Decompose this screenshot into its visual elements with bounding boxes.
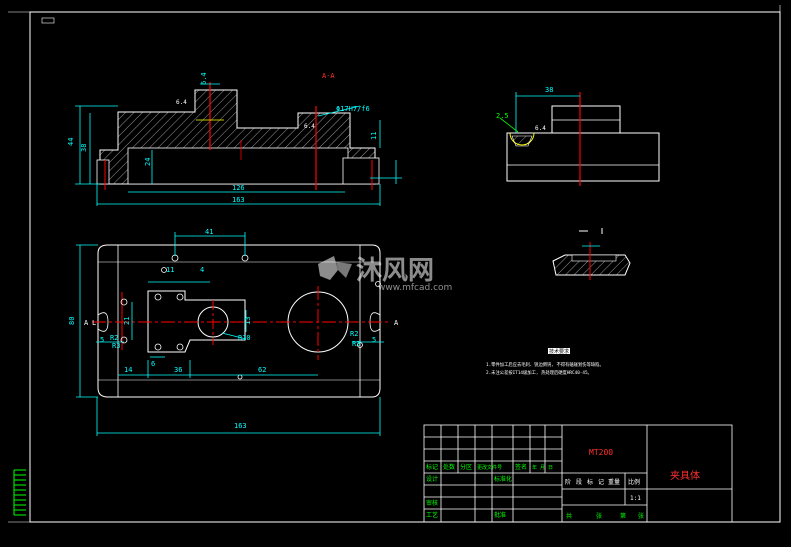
- plan-dim-62: 62: [258, 366, 266, 374]
- plan-A-right: A: [394, 319, 399, 327]
- roughness-mark-2: 6.4: [304, 123, 315, 130]
- dim-right-small: 11: [370, 132, 378, 140]
- dim-left-inner: 38: [80, 144, 88, 152]
- plan-dim-80: 80: [68, 317, 76, 325]
- technical-notes: 技术要求 1.零件加工后应去毛刺、锐边倒钝, 不得有磕碰划伤等缺陷。 2.未注公…: [486, 348, 604, 376]
- plan-r10: R10: [238, 334, 251, 342]
- section-labels: A-A Φ17H7/f6 6.4 44 38 24 11 126 163 6.4…: [67, 72, 378, 204]
- notes-line-2: 2.未注公差按IT14级加工, 热处理后硬度HRC40-45。: [486, 369, 592, 376]
- header-cell-2: 处数: [443, 463, 455, 471]
- side-tag: 2.5: [496, 112, 509, 120]
- stage-label-1: 阶: [565, 478, 571, 486]
- plan-L-left: L: [92, 319, 96, 327]
- stage-label-6: 比例: [628, 478, 640, 486]
- header-cell-3: 分区: [460, 463, 472, 471]
- dim-step-height: 24: [144, 158, 152, 166]
- side-roughness: 6.4: [535, 125, 546, 132]
- section-view: [96, 82, 380, 190]
- title-block-text: MT200 夹具体 标记 处数 分区 更改文件号 签名 年 月 日 设计 审核 …: [426, 448, 700, 520]
- stage-label-4: 记: [598, 479, 604, 486]
- notes-title: 技术要求: [549, 348, 569, 355]
- plan-dim-21: 21: [123, 317, 131, 325]
- dim-left-outer: 44: [67, 138, 75, 146]
- watermark-logo-icon: [318, 256, 352, 280]
- sheet-info-1: 共: [566, 512, 572, 520]
- section-dimensions: [75, 83, 402, 206]
- plan-dim-11: 11: [166, 266, 174, 274]
- side-view: [499, 92, 660, 186]
- plan-dim-13: 13: [244, 317, 252, 325]
- plan-r3-right: R3: [352, 340, 360, 348]
- scale-value: 1:1: [630, 495, 641, 502]
- plan-r2-right: R2: [350, 330, 358, 338]
- section-label: A-A: [322, 72, 335, 80]
- stage-label-5: 重量: [608, 478, 620, 486]
- header-cell-5: 签名: [515, 463, 527, 471]
- header-cell-4: 更改文件号: [477, 464, 502, 471]
- std-role-3: 批准: [494, 511, 506, 519]
- std-role-1: 标准化: [494, 475, 512, 483]
- plan-5-right: 5: [372, 336, 376, 344]
- fit-label: Φ17H7/f6: [336, 105, 370, 113]
- dim-top-small: 6.4: [200, 72, 208, 85]
- plan-A-left: A: [84, 319, 89, 327]
- watermark-url: www.mfcad.com: [378, 283, 452, 293]
- stage-label-2: 段: [576, 478, 582, 486]
- sheet-info-3: 第: [620, 512, 626, 520]
- plan-r3-left: R3: [112, 342, 120, 350]
- notes-line-1: 1.零件加工后应去毛刺、锐边倒钝, 不得有磕碰划伤等缺陷。: [486, 361, 604, 368]
- plan-dim-4: 4: [200, 266, 204, 274]
- header-cell-6: 年 月 日: [532, 464, 553, 471]
- dim-inner-length: 126: [232, 184, 245, 192]
- plan-dim-14: 14: [124, 366, 132, 374]
- plan-r2-left: R2: [110, 334, 118, 342]
- drawing-frame: [8, 5, 781, 523]
- plan-dim-41: 41: [205, 228, 213, 236]
- plan-5-left: 5: [100, 336, 104, 344]
- plan-labels: 41 11 4 80 A L A 5 R2 R3 5 R2 R3 21 13 R…: [68, 228, 399, 430]
- sheet-info-2: 张: [596, 512, 602, 520]
- part-name: 夹具体: [670, 469, 700, 482]
- part-code: MT200: [589, 448, 613, 457]
- plan-dim-36: 36: [174, 366, 182, 374]
- side-dim-top: 38: [545, 86, 553, 94]
- margin-ticks: [13, 469, 26, 516]
- stage-label-3: 标: [587, 478, 593, 486]
- dim-total-length: 163: [232, 196, 245, 204]
- plan-dim-6: 6: [151, 360, 155, 368]
- role-process: 工艺: [426, 511, 438, 519]
- plan-view: [92, 244, 390, 398]
- plan-dim-163: 163: [234, 422, 247, 430]
- detail-view: [552, 228, 631, 280]
- sheet-info-4: 张: [638, 512, 644, 520]
- role-review: 审核: [426, 499, 438, 507]
- roughness-mark-1: 6.4: [176, 99, 187, 106]
- plan-dimensions: [76, 232, 384, 436]
- section-cavity: [127, 147, 349, 185]
- title-block: [423, 424, 733, 523]
- watermark-logo-text: 沐风网: [356, 256, 434, 286]
- role-design: 设计: [426, 475, 438, 483]
- watermark: 沐风网 www.mfcad.com: [318, 256, 452, 293]
- header-cell-1: 标记: [426, 463, 438, 471]
